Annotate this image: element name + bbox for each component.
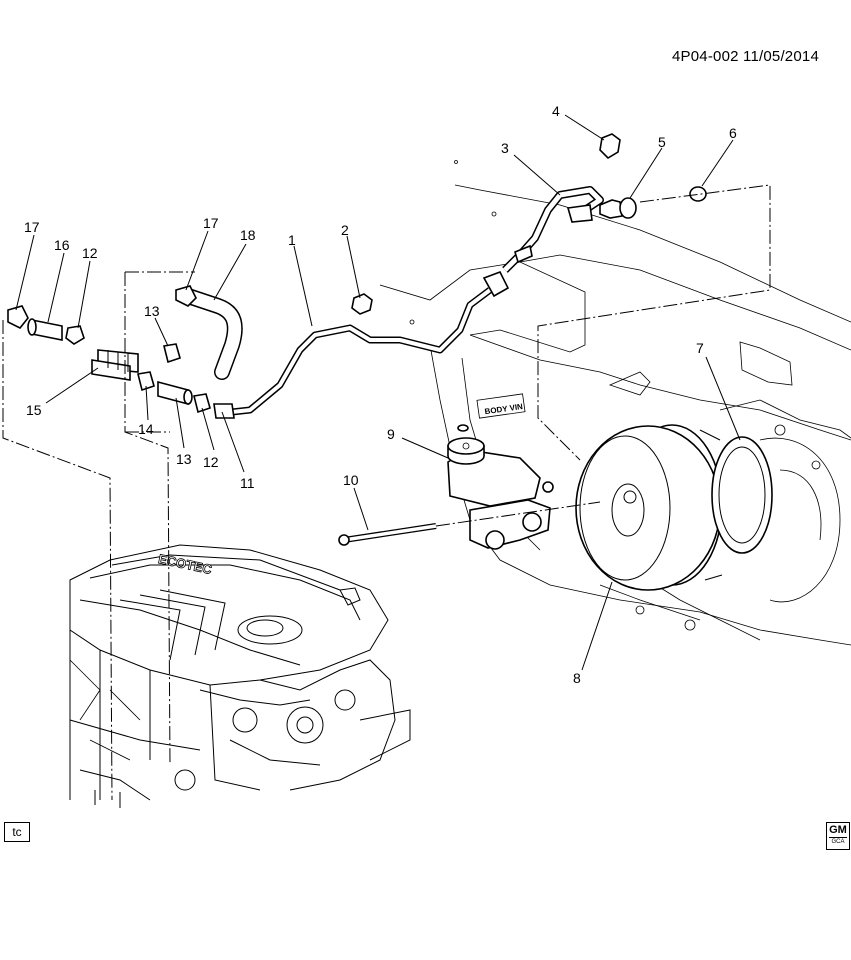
callout-6: 6 [729, 125, 737, 141]
engine-assembly: ECOTEC [69, 544, 411, 808]
callout-14: 14 [138, 421, 154, 437]
callout-18: 18 [240, 227, 256, 243]
document-id: 4P04-002 11/05/2014 [672, 48, 819, 65]
callout-16: 16 [54, 237, 70, 253]
callout-2: 2 [341, 222, 349, 238]
body-vin-plate: BODY VIN [476, 393, 526, 419]
nut-2 [351, 293, 373, 315]
hose-16 [27, 318, 63, 341]
vacuum-pipe-1 [231, 270, 510, 416]
grommet-6 [689, 186, 707, 202]
body-vin-label: BODY VIN [484, 402, 524, 416]
callout-3: 3 [501, 140, 509, 156]
clip-4 [599, 133, 621, 160]
callout-7: 7 [696, 340, 704, 356]
rod-10 [338, 523, 437, 546]
callout-4: 4 [552, 103, 560, 119]
clamp-13-upper [163, 343, 181, 364]
gm-logo-text: GM [829, 824, 847, 836]
connector-15 [91, 349, 139, 381]
tc-label: tc [4, 822, 30, 842]
brake-booster-8 [575, 424, 759, 591]
callout-17-right: 17 [203, 215, 219, 231]
callout-12-lower: 12 [203, 454, 219, 470]
engine-cover-logo: ECOTEC [157, 551, 214, 577]
hose-13-lower [157, 380, 193, 406]
gm-logo: GM GCA [826, 822, 850, 850]
callout-9: 9 [387, 426, 395, 442]
reference-lines [2, 184, 771, 801]
vacuum-hose-3 [502, 186, 604, 273]
gm-logo-subtext: GCA [829, 837, 847, 847]
callout-13-lower: 13 [176, 451, 192, 467]
callout-1: 1 [288, 232, 296, 248]
clamp-12-lower [193, 393, 211, 414]
fitting-11 [213, 403, 235, 419]
gasket-7 [711, 436, 773, 554]
master-cylinder-9 [447, 424, 554, 550]
callout-11: 11 [240, 475, 255, 491]
clamp-17-left [7, 305, 29, 330]
check-valve-5 [599, 197, 637, 219]
callout-17-left: 17 [24, 219, 40, 235]
clamp-14 [137, 371, 155, 392]
callout-13-upper: 13 [144, 303, 160, 319]
clamp-12-upper [65, 325, 85, 345]
callout-10: 10 [343, 472, 359, 488]
leader-lines [15, 114, 741, 671]
hose-18 [180, 288, 243, 380]
callout-5: 5 [658, 134, 666, 150]
firewall-panel [379, 160, 851, 646]
callout-8: 8 [573, 670, 581, 686]
callout-12-upper: 12 [82, 245, 98, 261]
callout-numbers: 1 2 3 4 5 6 7 8 9 10 11 12 13 14 15 16 1… [24, 103, 737, 686]
callout-15: 15 [26, 402, 42, 418]
